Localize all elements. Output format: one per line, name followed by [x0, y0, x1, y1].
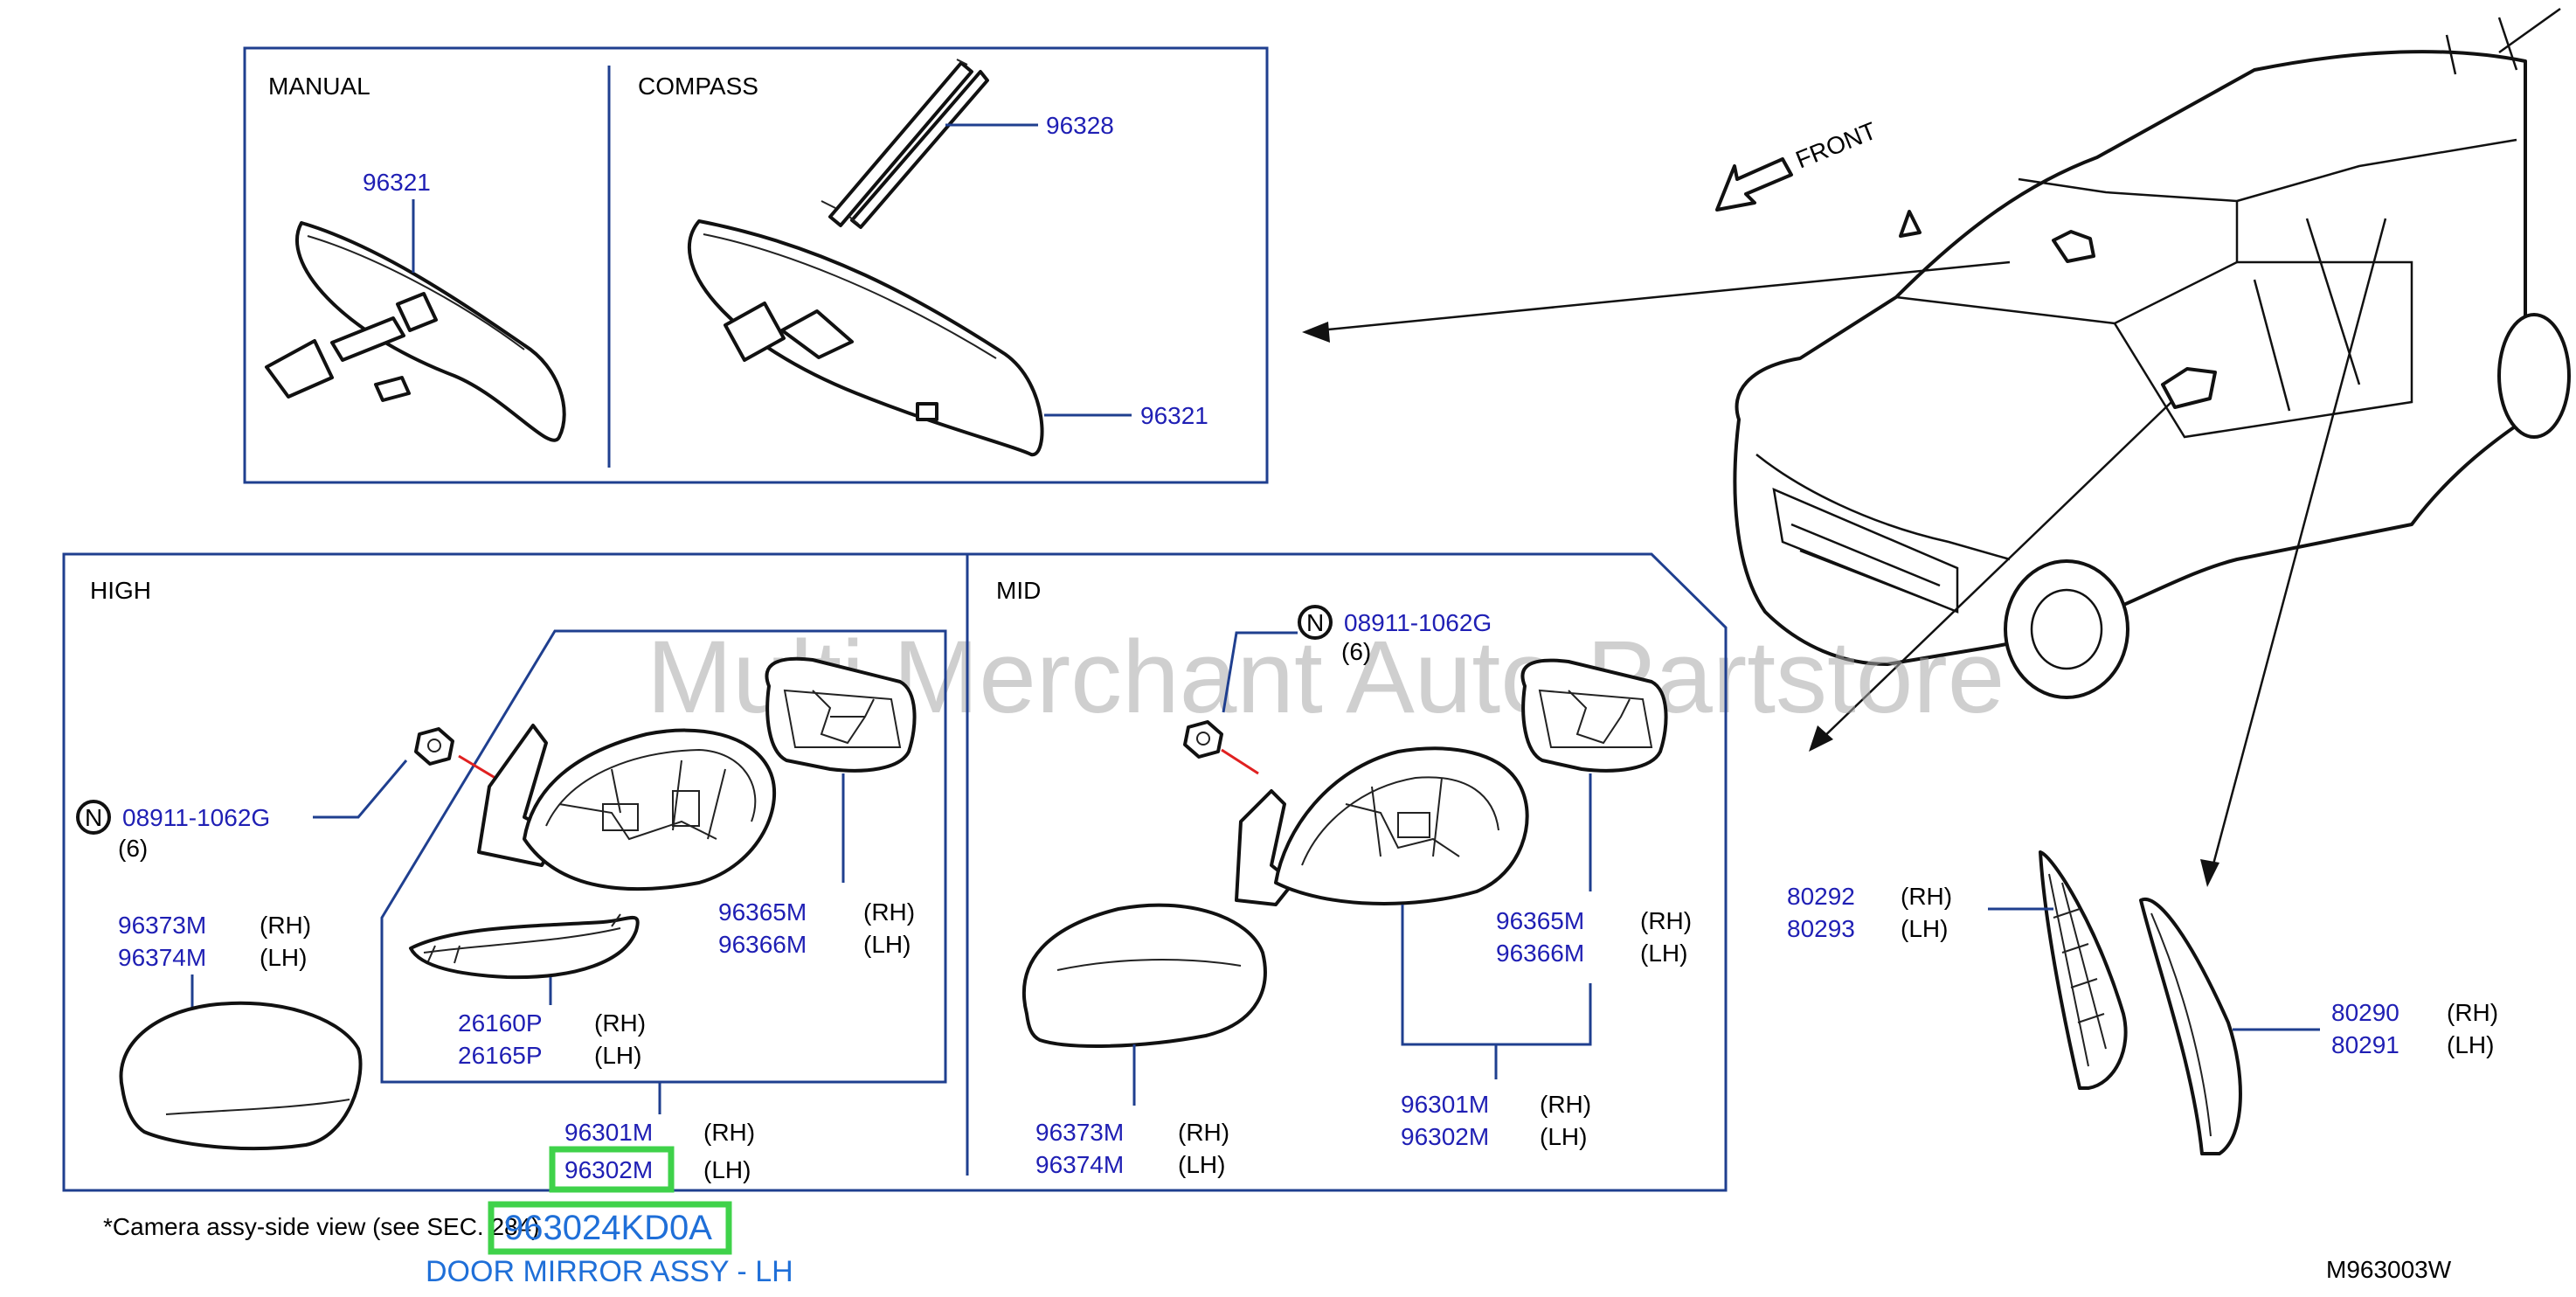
- trim-b-rh-label: (RH): [2447, 999, 2498, 1026]
- high-glass-lh-label: (LH): [863, 931, 911, 958]
- trim-a-rh-label: (RH): [1901, 883, 1952, 910]
- inside-mirror-frame: [243, 46, 1269, 484]
- high-assy-lh-label: (LH): [703, 1156, 751, 1183]
- mid-cover-lh-label: (LH): [1178, 1151, 1225, 1178]
- callout-arrow-inside-mirror: [1302, 260, 2011, 343]
- part-96321-compass[interactable]: 96321: [1140, 402, 1208, 429]
- mid-glass-lh-label: (LH): [1640, 940, 1687, 967]
- manual-section-label: MANUAL: [268, 73, 370, 100]
- mid-assy-lh-part-number[interactable]: 96302M: [1401, 1123, 1489, 1150]
- trim-b-lh-label: (LH): [2447, 1031, 2494, 1058]
- mid-glass-rh-part-number[interactable]: 96365M: [1496, 907, 1584, 934]
- mid-nut-callout: N: [1298, 605, 1333, 640]
- front-direction-indicator: FRONT: [1715, 117, 1880, 212]
- mid-nut-part-number[interactable]: 08911-1062G: [1344, 609, 1492, 636]
- high-glass-rh-label: (RH): [863, 898, 915, 926]
- mid-assy-lh-label: (LH): [1540, 1123, 1587, 1150]
- truck-door-mirror: [2161, 367, 2217, 409]
- mid-nut-red-line: [1221, 748, 1259, 775]
- high-nut-callout: N: [76, 800, 111, 835]
- high-lamp-rh-part-number[interactable]: 26160P: [458, 1009, 543, 1037]
- high-assy-rh-label: (RH): [703, 1119, 755, 1146]
- part-96328[interactable]: 96328: [1046, 112, 1114, 139]
- high-assy-rh-part-number[interactable]: 96301M: [564, 1119, 653, 1146]
- high-assembly-frame: [380, 629, 947, 1084]
- truck-inside-mirror: [2052, 230, 2095, 263]
- svg-text:N: N: [1306, 609, 1324, 636]
- svg-text:N: N: [85, 804, 102, 831]
- mid-glass-rh-label: (RH): [1640, 907, 1692, 934]
- high-glass-rh-part-number[interactable]: 96365M: [718, 898, 807, 926]
- trim-b-rh-part-number[interactable]: 80290: [2331, 999, 2399, 1026]
- high-mirror-glass[interactable]: [765, 656, 917, 773]
- leader-mid-nut: [1222, 631, 1298, 713]
- diagram-code: M963003W: [2326, 1256, 2452, 1283]
- high-mirror-cover[interactable]: [119, 1001, 363, 1151]
- high-nut-quantity: (6): [118, 835, 148, 862]
- selected-part-number[interactable]: 963024KD0A: [504, 1209, 712, 1247]
- pillar-finisher-outer[interactable]: [2139, 897, 2242, 1155]
- trim-a-rh-part-number[interactable]: 80292: [1787, 883, 1855, 910]
- trim-b-lh-part-number[interactable]: 80291: [2331, 1031, 2399, 1058]
- mid-cover-lh-part-number[interactable]: 96374M: [1035, 1151, 1124, 1178]
- high-lamp-rh-label: (RH): [594, 1009, 646, 1037]
- high-door-mirror-body[interactable]: [477, 724, 777, 891]
- selected-part-highlight: [488, 1201, 732, 1255]
- door-mirror-frame: [62, 552, 1728, 1192]
- high-cover-rh-label: (RH): [260, 912, 311, 939]
- mid-cover-rh-label: (RH): [1178, 1119, 1229, 1146]
- mirror-stay-bracket[interactable]: [821, 59, 989, 229]
- mid-assy-rh-label: (RH): [1540, 1091, 1591, 1118]
- high-lamp-lh-label: (LH): [594, 1042, 641, 1069]
- callout-arrow-door-mirror: [1809, 401, 2172, 752]
- callout-arrow-pillar-trim: [2200, 218, 2387, 887]
- high-cover-lh-part-number[interactable]: 96374M: [118, 944, 206, 971]
- high-cover-lh-label: (LH): [260, 944, 307, 971]
- mid-section-label: MID: [996, 577, 1041, 604]
- high-assy-lh-part-number[interactable]: 96302M: [564, 1156, 653, 1183]
- svg-text:FRONT: FRONT: [1792, 117, 1880, 174]
- high-assy-lh-highlight: [549, 1146, 675, 1193]
- mid-door-mirror-body[interactable]: [1235, 746, 1529, 906]
- trim-a-lh-part-number[interactable]: 80293: [1787, 915, 1855, 942]
- leader-high-nut: [313, 759, 408, 819]
- part-96321-manual[interactable]: 96321: [363, 169, 431, 196]
- mid-nut-quantity: (6): [1341, 638, 1371, 665]
- compass-inside-mirror[interactable]: [688, 219, 1044, 457]
- high-glass-lh-part-number[interactable]: 96366M: [718, 931, 807, 958]
- mid-glass-lh-part-number[interactable]: 96366M: [1496, 940, 1584, 967]
- mid-nut[interactable]: [1183, 720, 1223, 759]
- trim-a-lh-label: (LH): [1901, 915, 1948, 942]
- mid-cover-rh-part-number[interactable]: 96373M: [1035, 1119, 1124, 1146]
- mid-mirror-cover[interactable]: [1021, 903, 1267, 1048]
- pillar-finisher-inner[interactable]: [2039, 850, 2128, 1090]
- high-nut[interactable]: [414, 727, 454, 766]
- compass-section-label: COMPASS: [638, 73, 758, 100]
- high-nut-part-number[interactable]: 08911-1062G: [122, 804, 270, 831]
- high-turn-signal-lamp[interactable]: [409, 913, 640, 980]
- mid-mirror-glass[interactable]: [1520, 658, 1668, 773]
- selected-part-name[interactable]: DOOR MIRROR ASSY - LH: [426, 1255, 793, 1288]
- high-lamp-lh-part-number[interactable]: 26165P: [458, 1042, 543, 1069]
- mid-assy-rh-part-number[interactable]: 96301M: [1401, 1091, 1489, 1118]
- footnote-text: *Camera assy-side view (see SEC. 284): [103, 1213, 540, 1240]
- high-section-label: HIGH: [90, 577, 151, 604]
- high-cover-rh-part-number[interactable]: 96373M: [118, 912, 206, 939]
- manual-inside-mirror[interactable]: [265, 221, 566, 442]
- pickup-truck-illustration: [1733, 7, 2571, 699]
